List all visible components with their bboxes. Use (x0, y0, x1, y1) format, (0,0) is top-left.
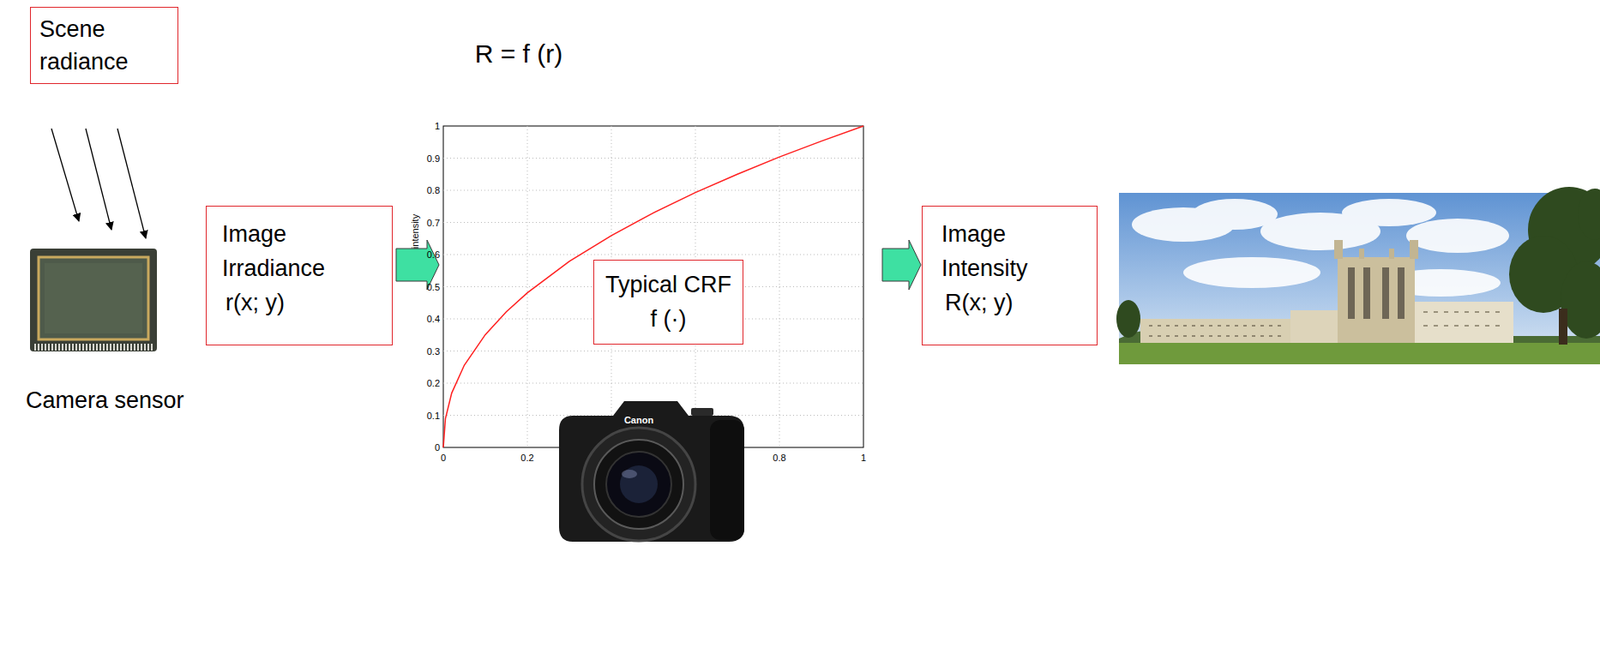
node-title: Typical CRF (601, 267, 736, 302)
lens-barrel (594, 439, 684, 530)
camera-dial (691, 408, 714, 416)
photo-pinnacles (1334, 240, 1419, 259)
tick-label: 0 (434, 442, 440, 454)
tick-label: 0.8 (772, 452, 786, 464)
lens-highlight (621, 469, 638, 479)
photo-building (1140, 318, 1291, 345)
lens-glass (606, 451, 672, 518)
photo-clouds (1131, 198, 1510, 297)
node-title: Image Intensity (941, 216, 1078, 286)
process-box: Image Irradiancer(x; y) (205, 205, 393, 346)
plot-frame (443, 126, 864, 448)
plot-grid (443, 126, 864, 448)
tick-label: 0 (440, 452, 446, 464)
block-arrow (882, 240, 921, 290)
tick-label: 0.2 (427, 378, 440, 390)
crf-chart (443, 126, 864, 448)
ray-line (117, 128, 146, 239)
lens-ring (582, 427, 696, 542)
node-title: Scene radiance (39, 12, 169, 79)
chip-body (30, 248, 157, 352)
camera-grip (709, 420, 745, 541)
photo-windows (1148, 325, 1282, 337)
sensor-chip (30, 248, 157, 352)
photo-lawn (1118, 342, 1600, 365)
light-rays (51, 128, 146, 239)
tick-label: 0.5 (427, 281, 440, 293)
crf-curve (443, 126, 864, 448)
scene-photo (1116, 186, 1600, 365)
chip-die (38, 257, 149, 340)
node-formula: r(x; y) (222, 285, 377, 320)
ray-line (51, 128, 79, 222)
camera-body (559, 401, 745, 542)
caption-label: Camera sensor (25, 387, 185, 415)
tick-label: 1 (860, 452, 867, 464)
photo-tree (1116, 186, 1600, 345)
tick-label: 0.1 (427, 409, 440, 422)
lens-core (619, 465, 658, 504)
node-formula: f (·) (601, 301, 736, 337)
node-title: Image Irradiance (222, 216, 377, 286)
photo-chapel-windows (1347, 267, 1405, 319)
tick-label: 0.6 (427, 249, 440, 261)
camera-illustration (559, 401, 745, 542)
photo-chapel (1337, 257, 1415, 343)
input-box: Scene radiance (30, 6, 179, 85)
photo-sky (1118, 192, 1600, 365)
photo-windows (1423, 312, 1505, 326)
photo-building (1414, 301, 1514, 343)
tick-label: 0.4 (427, 313, 440, 325)
axis-title: intensity (409, 214, 422, 249)
tick-label: 0.2 (520, 452, 534, 464)
tick-label: 0.9 (427, 152, 440, 164)
photo-building (1290, 310, 1338, 343)
node-formula: R(x; y) (941, 285, 1078, 320)
output-box: Image IntensityR(x; y) (921, 205, 1098, 346)
tick-label: 1 (434, 120, 440, 133)
tick-label: 0.7 (427, 216, 440, 229)
chip-window (44, 263, 143, 334)
equation-label: R = f (r) (475, 39, 564, 70)
chip-pins (34, 343, 153, 351)
tick-label: 0.3 (427, 345, 440, 357)
tick-label: 0.8 (427, 185, 440, 197)
brand-label: Canon (624, 415, 654, 427)
ray-line (85, 128, 112, 230)
function-box: Typical CRFf (·) (593, 259, 744, 345)
